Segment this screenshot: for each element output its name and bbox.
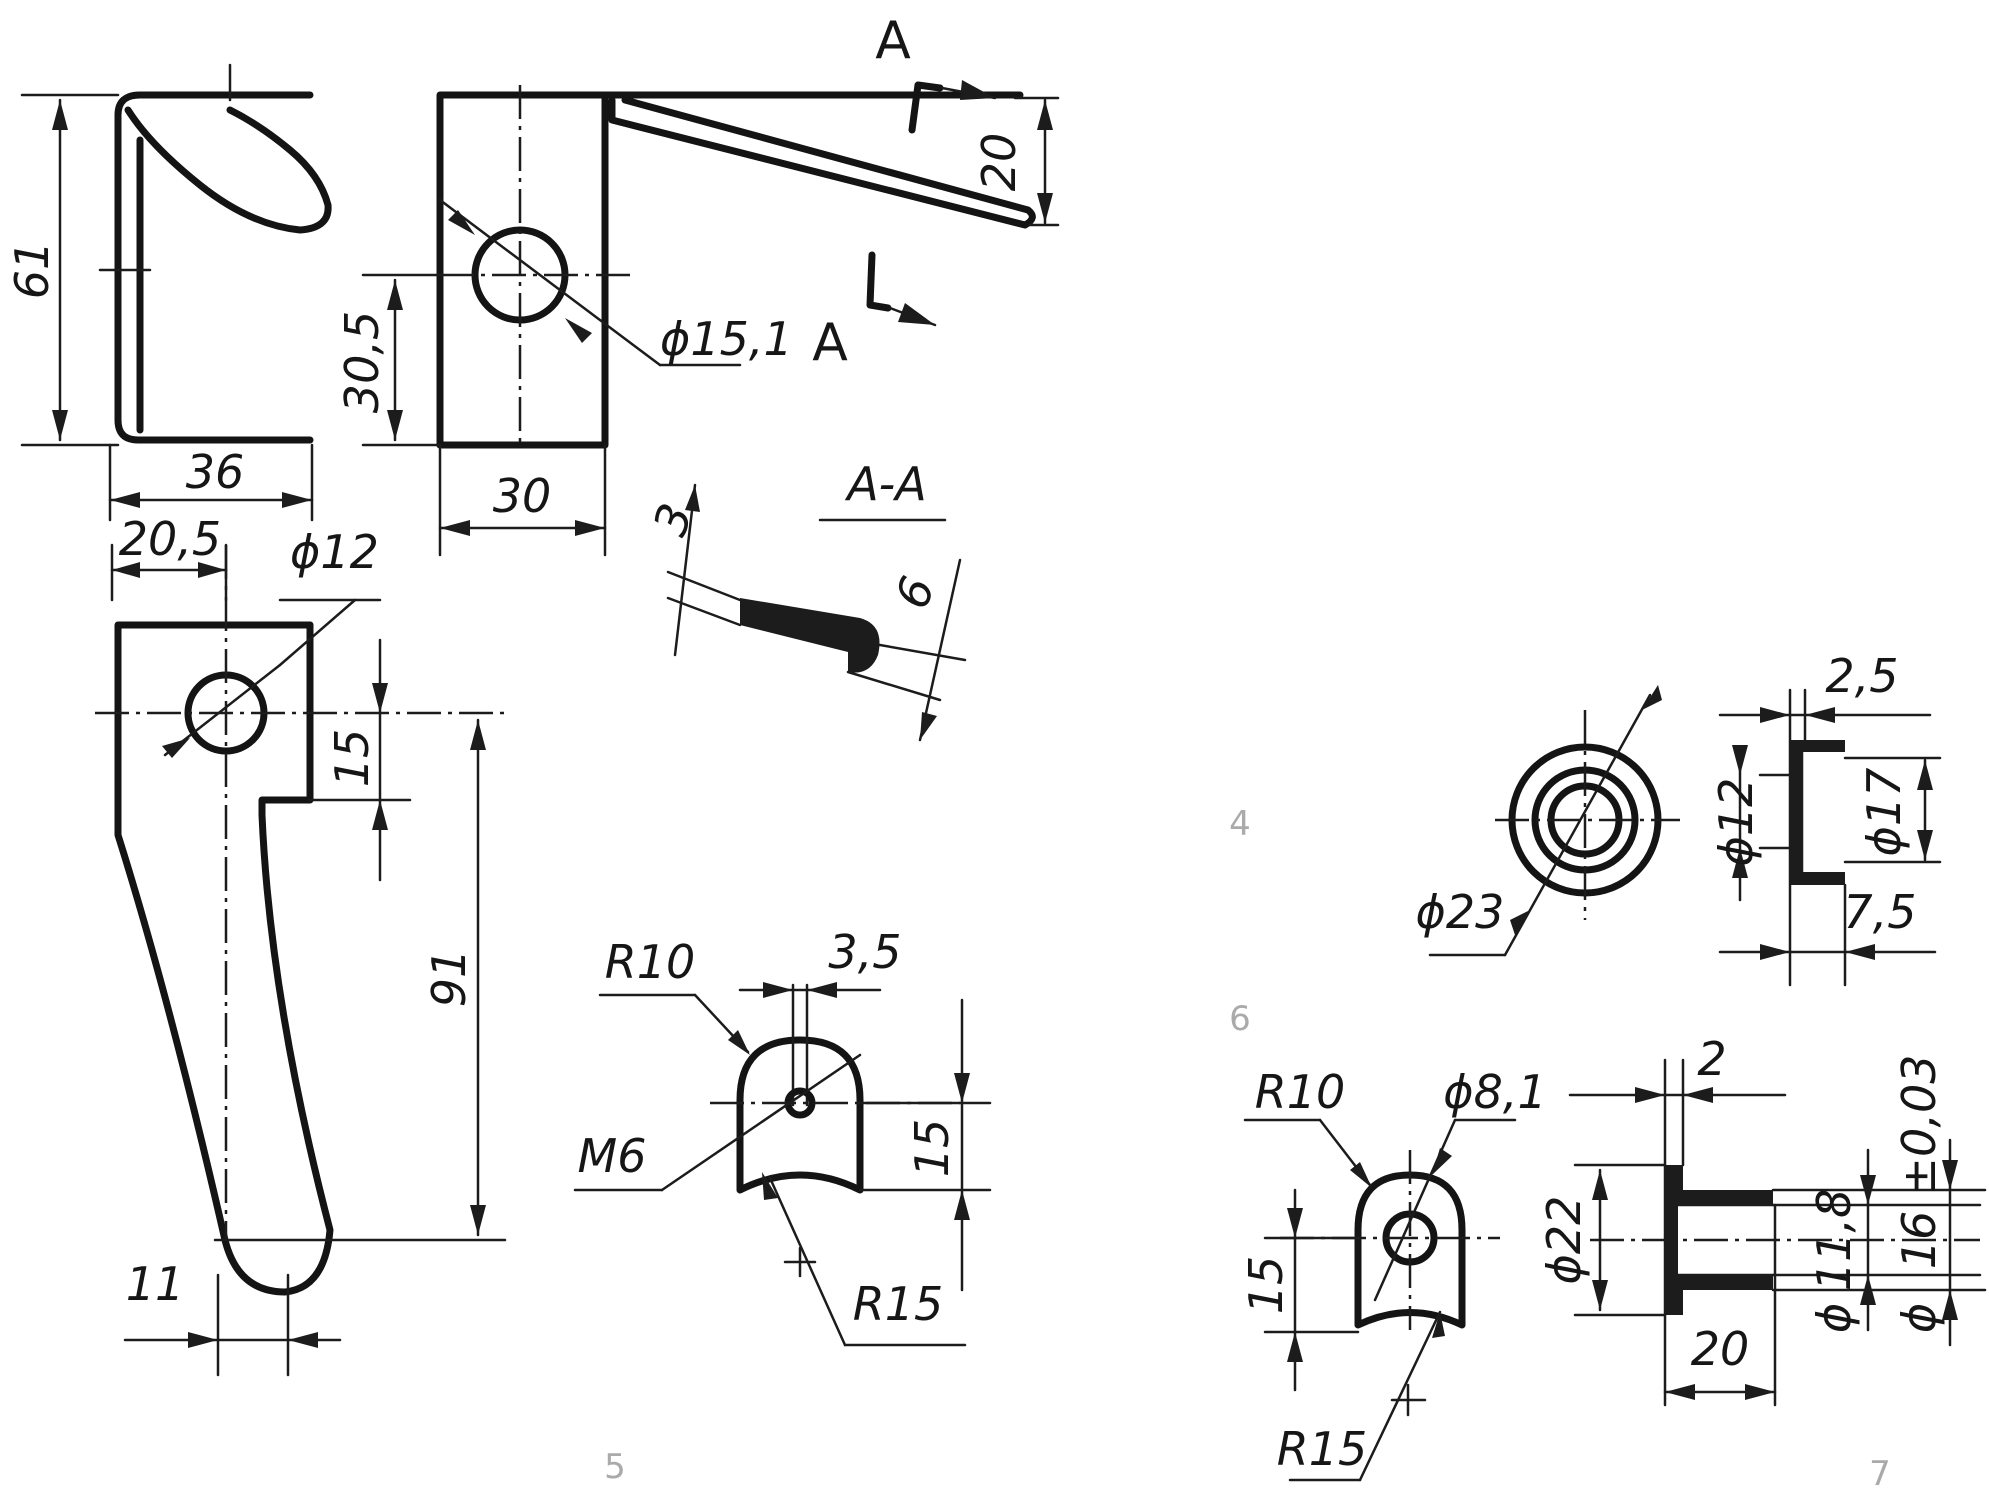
figure-number-7: 7: [1869, 1454, 1891, 1494]
dim-plate-height: 30,5: [335, 311, 389, 413]
dim-plate-hole: ϕ15,1: [660, 312, 793, 366]
section-a-a: A-A 3 6: [643, 457, 967, 742]
bushing-section-view: 2 ϕ22 11,8 16 ±0,03 20 ϕ ϕ: [1537, 1032, 1987, 1407]
dim-clamp-slot: 3,5: [828, 925, 901, 979]
washer-section-view: 2,5 ϕ12 ϕ17 7,5: [1709, 649, 1942, 987]
dim-clamp-r-bottom: R15: [853, 1277, 944, 1331]
dim-lever-end: 11: [126, 1257, 185, 1311]
dim-washer-outer: ϕ23: [1416, 885, 1505, 939]
dim-plate-width: 30: [493, 469, 552, 523]
dim-hook-height: 61: [5, 241, 59, 300]
figure-number-4: 4: [1229, 804, 1251, 844]
section-title: A-A: [844, 457, 927, 511]
washer-front-view: ϕ23: [1416, 685, 1680, 957]
plate-front-view: 30,5 30 ϕ15,1 20 A A: [335, 11, 1060, 557]
dim-bushing-flange: 2: [1697, 1032, 1726, 1086]
dim-bushing-dia-symbol-1: ϕ: [1807, 1303, 1861, 1333]
dim-section-width: 6: [885, 570, 946, 616]
dim-bushing-bore: 11,8: [1807, 1189, 1861, 1291]
dim-washer-wall: 2,5: [1825, 649, 1898, 703]
dim-bushing-tolerance: ±0,03: [1892, 1055, 1946, 1196]
figure-number-5: 5: [604, 1447, 626, 1487]
dim-lever-offset: 20,5: [119, 512, 221, 566]
dim-clamp-height: 15: [905, 1119, 959, 1178]
dim-hook-width: 36: [186, 445, 245, 499]
dim-lever-hole: ϕ12: [290, 525, 379, 579]
lever-view: 20,5 ϕ12 15 91 11: [95, 512, 510, 1377]
section-mark-bottom: A: [812, 313, 848, 373]
dim-lever-length: 91: [422, 949, 476, 1008]
dim-clamp-r-top: R10: [605, 935, 696, 989]
dim-small-clamp-height: 15: [1239, 1256, 1293, 1315]
dim-washer-length: 7,5: [1843, 885, 1916, 939]
dim-lever-step: 15: [325, 729, 379, 788]
dim-washer-inner: ϕ12: [1709, 778, 1763, 867]
section-mark-top: A: [875, 11, 911, 71]
dim-plate-offset: 20: [972, 133, 1026, 192]
dim-bushing-length: 20: [1691, 1322, 1750, 1376]
dim-washer-flange: ϕ17: [1857, 768, 1911, 857]
dim-small-clamp-hole: ϕ8,1: [1443, 1065, 1547, 1119]
dim-bushing-dia-symbol-2: ϕ: [1892, 1303, 1946, 1333]
dim-small-clamp-r-bottom: R15: [1277, 1422, 1368, 1476]
hook-side-view: 61 36: [5, 63, 332, 522]
figure-number-6: 6: [1229, 999, 1251, 1039]
dim-bushing-flange-dia: ϕ22: [1537, 1196, 1591, 1285]
dim-bushing-outer: 16: [1892, 1211, 1946, 1270]
dim-small-clamp-r-top: R10: [1255, 1065, 1346, 1119]
clamp-view: R10 3,5 M6 15 R15: [573, 925, 992, 1347]
small-clamp-view: R10 ϕ8,1 15 R15: [1239, 1065, 1547, 1482]
dim-clamp-thread: M6: [578, 1129, 647, 1183]
